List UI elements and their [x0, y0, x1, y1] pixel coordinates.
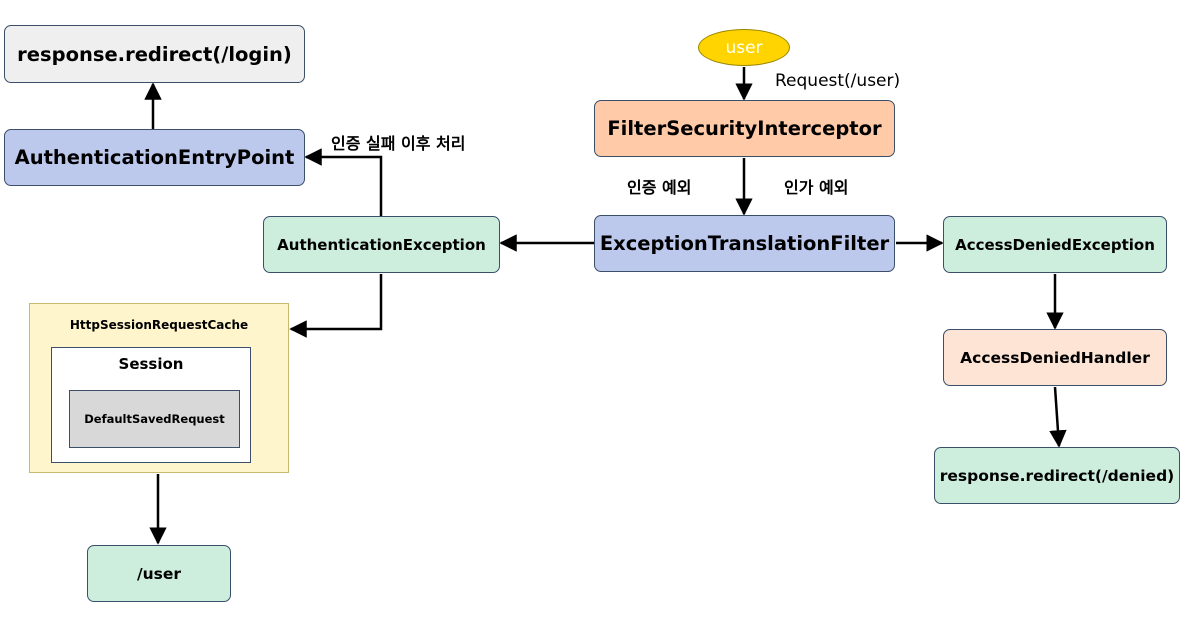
authentication-entry-point-node[interactable]: AuthenticationEntryPoint: [4, 129, 305, 186]
exception-translation-filter-node[interactable]: ExceptionTranslationFilter: [594, 215, 895, 272]
user-path-node[interactable]: /user: [87, 545, 231, 602]
redirect-login-node[interactable]: response.redirect(/login): [4, 25, 305, 83]
default-saved-request-node[interactable]: DefaultSavedRequest: [69, 390, 240, 448]
request-cache-title: HttpSessionRequestCache: [69, 318, 249, 332]
redirect-denied-node[interactable]: response.redirect(/denied): [934, 447, 1180, 504]
filter-security-interceptor-node[interactable]: FilterSecurityInterceptor: [594, 100, 895, 157]
arrow-auth-exception-to-cache: [289, 274, 383, 338]
authentication-exception-node[interactable]: AuthenticationException: [263, 216, 500, 273]
session-title: Session: [118, 355, 184, 373]
auth-exception-label: 인증 예외: [627, 178, 692, 197]
auth-failure-label: 인증 실패 이후 처리: [331, 134, 466, 153]
session-box[interactable]: Session DefaultSavedRequest: [51, 347, 251, 463]
access-denied-exception-node[interactable]: AccessDeniedException: [943, 216, 1167, 273]
http-session-request-cache[interactable]: HttpSessionRequestCache Session DefaultS…: [29, 303, 289, 473]
authz-exception-label: 인가 예외: [784, 178, 849, 197]
request-label: Request(/user): [775, 71, 901, 91]
user-node[interactable]: user: [698, 29, 790, 66]
arrow-handler-to-denied: [1049, 386, 1067, 448]
access-denied-handler-node[interactable]: AccessDeniedHandler: [943, 329, 1167, 386]
arrow-auth-exception-to-entry-point: [304, 148, 383, 216]
